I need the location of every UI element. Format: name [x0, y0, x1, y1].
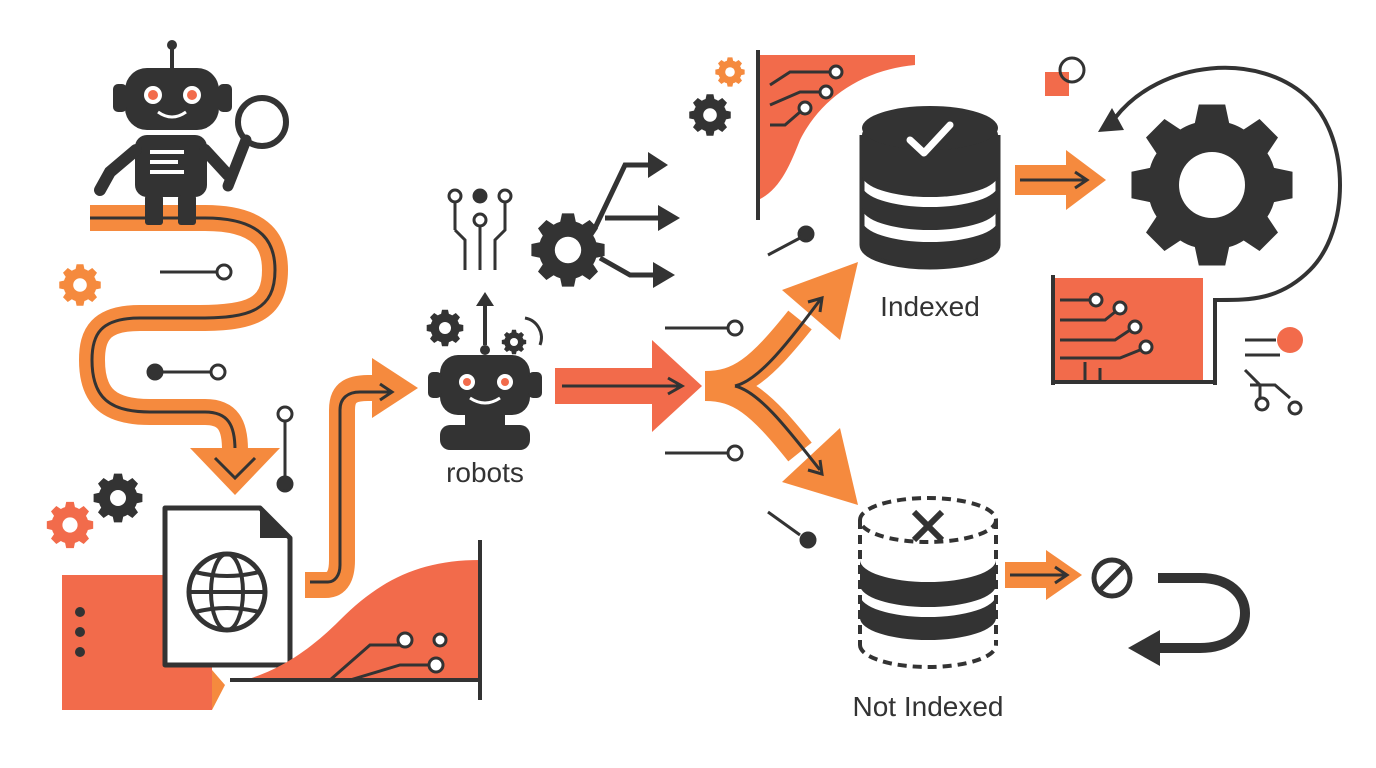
arrow-to-blocked: [1005, 550, 1082, 600]
magnifier-icon: [222, 95, 289, 192]
gear-icon: [715, 57, 745, 87]
rotate-arrow-icon: [524, 316, 543, 346]
stacked-squares-icon: [1045, 56, 1086, 96]
robots-txt-robot-icon: [428, 292, 542, 450]
branching-arrows-icon: [531, 152, 680, 288]
circuit-icon: [1051, 275, 1215, 385]
arrow-to-split: [555, 340, 702, 432]
return-arrow-icon: [1128, 573, 1251, 666]
indexed-label: Indexed: [880, 291, 980, 322]
gear-icon: [426, 309, 464, 347]
gear-icon: [59, 264, 101, 306]
circuit-icon: [447, 188, 513, 270]
arrow-to-robots: [305, 358, 418, 598]
connector-lines: [146, 263, 294, 493]
circuit-icon: [756, 50, 915, 220]
circuit-icon: [230, 540, 482, 700]
circuit-icon: [1243, 327, 1303, 416]
gear-icon: [46, 501, 94, 549]
gear-icon: [689, 94, 731, 136]
database-x-icon: [858, 496, 998, 669]
connector-lines: [665, 225, 817, 549]
crawler-robot-icon: [94, 40, 234, 225]
database-check-icon: [859, 106, 1001, 270]
arrow-to-gear: [1015, 150, 1106, 210]
gear-icon: [501, 329, 527, 355]
robots-label: robots: [446, 457, 524, 488]
gear-icon: [1131, 104, 1293, 266]
cycle-arrow-icon: [1098, 65, 1342, 385]
not-indexed-label: Not Indexed: [853, 691, 1004, 722]
crawler-path: [79, 205, 288, 495]
blocked-icon: [1091, 557, 1133, 599]
webpage-globe-icon: [162, 505, 293, 668]
split-arrows: [704, 262, 858, 505]
gear-icon: [93, 473, 143, 523]
